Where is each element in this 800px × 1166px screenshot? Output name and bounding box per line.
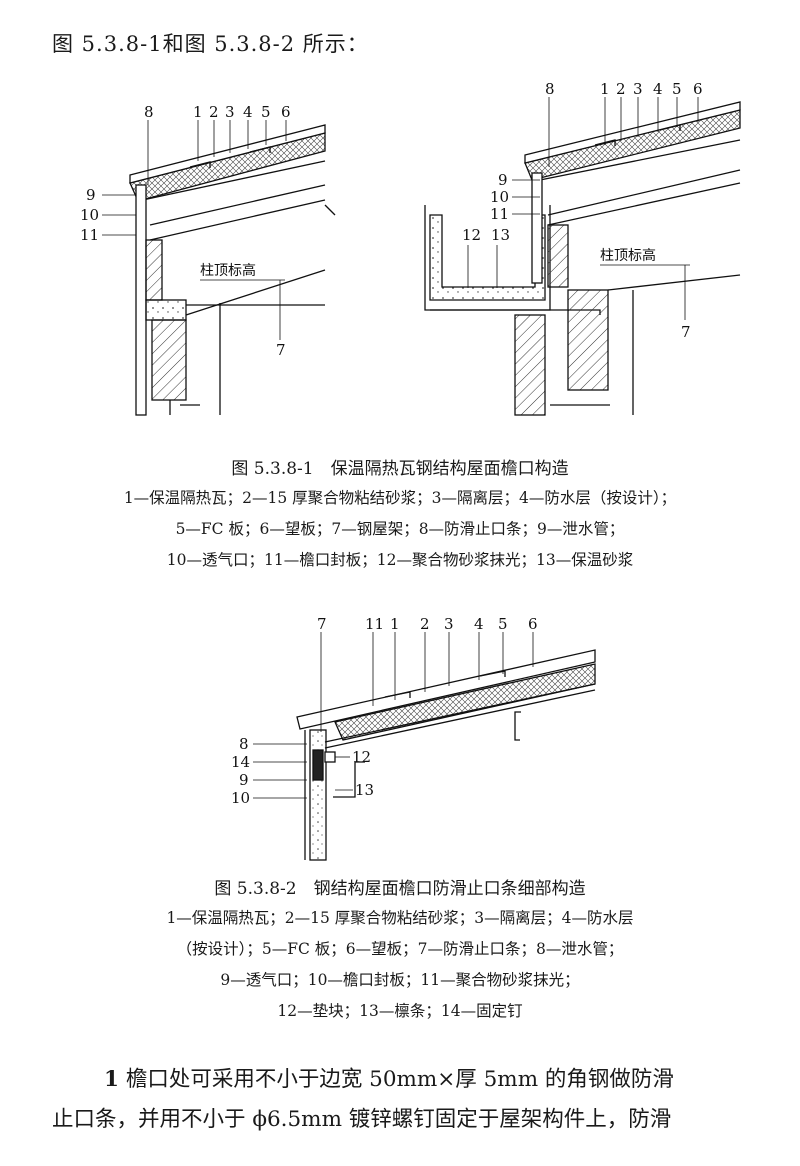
num-9: 9 <box>239 771 249 789</box>
left-eave-detail <box>129 124 336 416</box>
num-2: 2 <box>420 615 430 633</box>
num-1: 1 <box>390 615 400 633</box>
right-numbers: 8 1 2 3 4 5 6 9 10 11 12 13 柱顶标高 7 <box>462 80 703 341</box>
figure-2-numbers: 7 11 1 2 3 4 5 6 8 14 9 10 12 13 <box>231 615 538 807</box>
figure-2-legend: 1—保温隔热瓦；2—15 厚聚合物粘结砂浆；3—隔离层；4—防水层 （按设计）；… <box>0 903 800 1027</box>
num-1: 1 <box>600 80 610 98</box>
paragraph-line-1: 檐口处可采用不小于边宽 50mm×厚 5mm 的角钢做防滑 <box>125 1067 674 1092</box>
num-3: 3 <box>225 103 235 121</box>
num-3: 3 <box>633 80 643 98</box>
num-10: 10 <box>490 188 509 206</box>
figure-1-caption: 图 5.3.8-1 保温隔热瓦钢结构屋面檐口构造 <box>231 459 569 479</box>
num-12: 12 <box>352 748 371 766</box>
num-8: 8 <box>545 80 555 98</box>
item-number: 1 <box>104 1067 119 1092</box>
legend-line: 9—透气口；10—檐口封板；11—聚合物砂浆抹光； <box>220 971 580 989</box>
legend-line: 12—垫块；13—檩条；14—固定钉 <box>277 1002 523 1020</box>
num-14: 14 <box>231 753 250 771</box>
num-1: 1 <box>193 103 203 121</box>
num-5: 5 <box>261 103 271 121</box>
num-4: 4 <box>243 103 253 121</box>
num-12: 12 <box>462 226 481 244</box>
legend-line: 5—FC 板；6—望板；7—钢屋架；8—防滑止口条；9—泄水管； <box>175 520 625 538</box>
legend-line: 1—保温隔热瓦；2—15 厚聚合物粘结砂浆；3—隔离层；4—防水层（按设计）； <box>123 489 677 507</box>
paragraph-line-2: 止口条，并用不小于 ϕ6.5mm 镀锌螺钉固定于屋架构件上，防滑 <box>52 1107 672 1132</box>
column-top-label-right: 柱顶标高 <box>600 247 656 264</box>
num-11: 11 <box>490 205 509 223</box>
right-eave-detail <box>424 101 741 416</box>
num-7: 7 <box>681 323 691 341</box>
intro-text: 图 5.3.8-1和图 5.3.8-2 所示： <box>52 32 369 56</box>
body-paragraph: 1 檐口处可采用不小于边宽 50mm×厚 5mm 的角钢做防滑 止口条，并用不小… <box>52 1060 772 1140</box>
num-2: 2 <box>616 80 626 98</box>
num-4: 4 <box>474 615 484 633</box>
num-9: 9 <box>86 186 96 204</box>
num-11: 11 <box>80 226 99 244</box>
figure-1-legend: 1—保温隔热瓦；2—15 厚聚合物粘结砂浆；3—隔离层；4—防水层（按设计）； … <box>0 483 800 576</box>
num-8: 8 <box>239 735 249 753</box>
left-numbers: 8 1 2 3 4 5 6 9 10 11 柱顶标高 7 <box>80 103 291 359</box>
num-3: 3 <box>444 615 454 633</box>
figure-2-caption: 图 5.3.8-2 钢结构屋面檐口防滑止口条细部构造 <box>214 879 586 899</box>
num-10: 10 <box>231 789 250 807</box>
eave-slip-strip-detail <box>296 649 596 861</box>
legend-line: 1—保温隔热瓦；2—15 厚聚合物粘结砂浆；3—隔离层；4—防水层 <box>166 909 634 927</box>
num-11: 11 <box>365 615 384 633</box>
num-8: 8 <box>144 103 154 121</box>
num-7: 7 <box>276 341 286 359</box>
num-2: 2 <box>209 103 219 121</box>
num-6: 6 <box>693 80 703 98</box>
num-9: 9 <box>498 171 508 189</box>
figure-2-drawing: 7 11 1 2 3 4 5 6 8 14 9 10 12 13 <box>225 612 605 862</box>
num-4: 4 <box>653 80 663 98</box>
num-5: 5 <box>672 80 682 98</box>
legend-line: 10—透气口；11—檐口封板；12—聚合物砂浆抹光；13—保温砂浆 <box>166 551 634 569</box>
legend-line: （按设计）；5—FC 板；6—望板；7—防滑止口条；8—泄水管； <box>176 940 624 958</box>
figure-1-drawing: 8 1 2 3 4 5 6 9 10 11 柱顶标高 7 <box>80 75 760 435</box>
num-13: 13 <box>355 781 374 799</box>
num-6: 6 <box>528 615 538 633</box>
num-5: 5 <box>498 615 508 633</box>
column-top-label-left: 柱顶标高 <box>200 262 256 279</box>
num-7: 7 <box>317 615 327 633</box>
num-10: 10 <box>80 206 99 224</box>
num-13: 13 <box>491 226 510 244</box>
num-6: 6 <box>281 103 291 121</box>
